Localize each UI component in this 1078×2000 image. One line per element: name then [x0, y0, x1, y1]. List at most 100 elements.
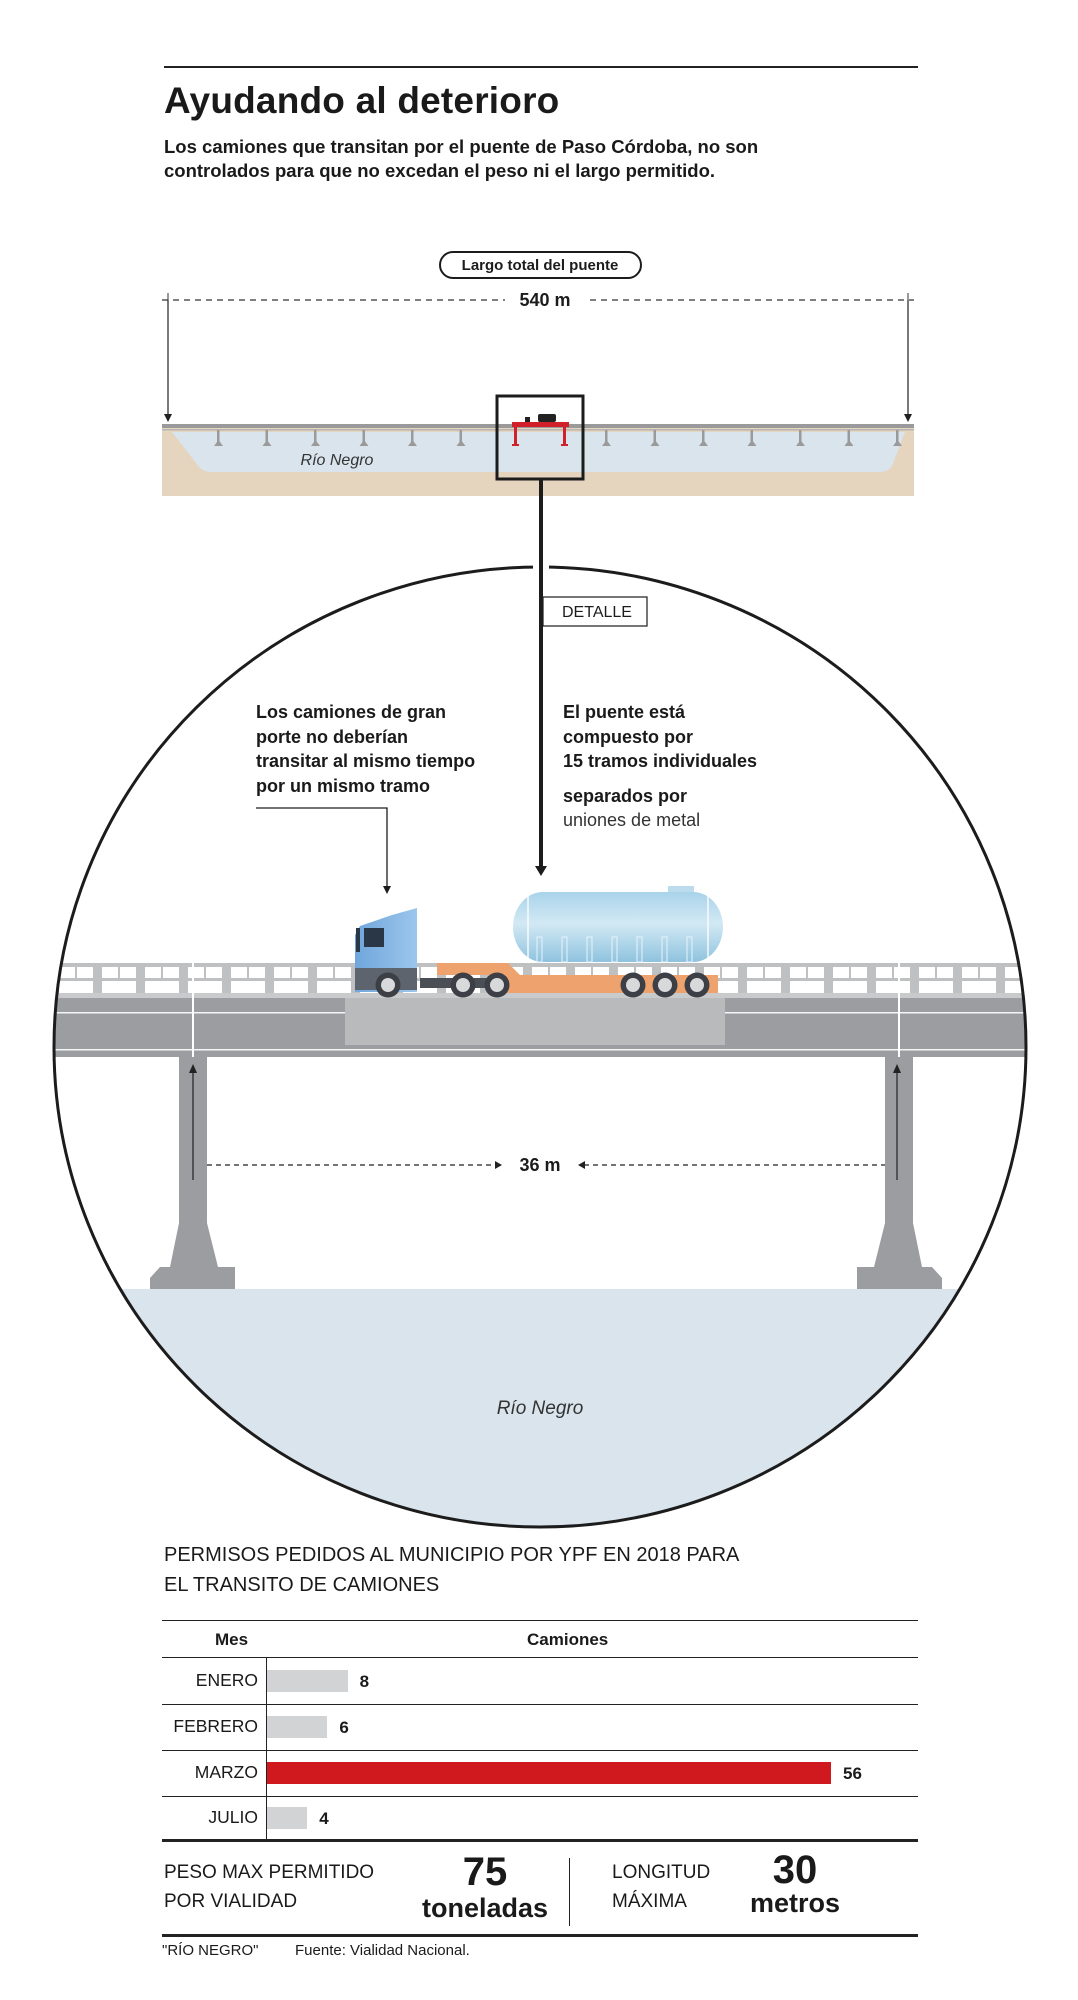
chart-title: PERMISOS PEDIDOS AL MUNICIPIO POR YPF EN…: [164, 1540, 739, 1600]
right-callout-line: 15 tramos individuales: [563, 751, 758, 771]
left-callout-leader: [256, 807, 388, 888]
footer-credit: "RÍO NEGRO": [162, 1942, 259, 1959]
overview-pier: [653, 430, 656, 444]
length-unit: metros: [749, 1888, 841, 1918]
overview-river-label: Río Negro: [301, 452, 374, 469]
railing-panel: [550, 967, 566, 978]
overview-pier: [362, 430, 365, 444]
railing-panel: [231, 967, 247, 978]
top-rule: [164, 66, 918, 68]
railing-panel: [765, 967, 781, 978]
detail-river-label: Río Negro: [497, 1398, 584, 1419]
axis-line: [266, 1657, 268, 1840]
footer-rule: [162, 1934, 918, 1937]
railing-panel: [747, 981, 781, 993]
bridge-illustration: Río Negro Largo total del puente 540 m: [52, 251, 1028, 1529]
railing-panel: [188, 981, 222, 993]
row-label-enero: ENERO: [195, 1670, 258, 1690]
row-divider: [162, 1796, 918, 1798]
railing-panel: [335, 967, 351, 978]
railing-panel: [188, 967, 204, 978]
bar-value-marzo: 56: [843, 1764, 862, 1783]
railing-panel: [833, 981, 867, 993]
row-label-julio: JULIO: [208, 1806, 258, 1827]
railing-panel: [618, 967, 634, 978]
railing-panel: [317, 967, 333, 978]
railing-panel: [1023, 967, 1026, 978]
length-label-line: LONGITUD: [612, 1862, 711, 1883]
weight-label-line: PESO MAX PERMITIDO: [164, 1862, 375, 1883]
metal-joint-left: [192, 963, 194, 1057]
railing-panel: [274, 981, 308, 993]
bar-julio: [267, 1806, 308, 1829]
railing-panel: [937, 967, 953, 978]
page-title: Ayudando al deterioro: [164, 80, 560, 121]
tank-rib: [661, 936, 668, 963]
railing-panel: [421, 967, 437, 978]
railing-panel: [145, 981, 179, 993]
tank-rib: [561, 936, 568, 963]
railing-panel: [790, 981, 824, 993]
cab-window: [364, 928, 384, 947]
length-label-line: MÁXIMA: [612, 1891, 687, 1912]
detail-circle: 36 m Río Negro DETALLE: [52, 479, 1028, 1529]
column-header-trucks: Camiones: [527, 1630, 609, 1649]
truck-wheels: [375, 972, 710, 998]
highlighted-span: [512, 414, 569, 446]
length-pill: [439, 251, 642, 279]
subtitle-line-2: controlados para que no excedan el peso …: [164, 160, 716, 181]
tank-rib: [611, 936, 618, 963]
length-value: 30: [772, 1848, 818, 1892]
tank-rib: [536, 936, 543, 963]
weight-unit: toneladas: [421, 1893, 549, 1923]
railing-panel: [962, 967, 978, 978]
weight-value: 75: [462, 1850, 508, 1894]
railing-panel: [919, 981, 953, 993]
mini-truck-tank: [538, 414, 556, 422]
railing-panel: [317, 981, 351, 993]
connector-arrow-icon: [535, 866, 547, 876]
railing-panel: [59, 981, 93, 993]
span-dimension: 36 m: [189, 1064, 901, 1180]
railing-panel: [532, 967, 548, 978]
left-callout-line: porte no deberían: [256, 726, 409, 747]
total-length-dimension: Largo total del puente 540 m: [162, 251, 914, 422]
railing-panel: [704, 967, 720, 978]
railing-panel: [120, 967, 136, 978]
tanker-truck: [355, 886, 723, 998]
railing-panel: [919, 967, 935, 978]
left-callout-line: por un mismo tramo: [256, 775, 431, 796]
weight-label-line: POR VIALIDAD: [164, 1891, 298, 1912]
tank-rib: [586, 936, 593, 963]
bar-marzo: [267, 1762, 831, 1784]
overview-pier: [702, 430, 705, 444]
overview-pier: [314, 430, 317, 444]
right-callout-line: compuesto por: [563, 726, 694, 747]
railing-panel: [980, 967, 996, 978]
overview-pier: [265, 430, 268, 444]
railing-panel: [722, 967, 738, 978]
subtitle-line-1: Los camiones que transitan por el puente…: [164, 136, 759, 157]
detail-tag: DETALLE: [562, 604, 632, 621]
overview-pier: [411, 430, 414, 444]
bar-value-julio: 4: [319, 1808, 329, 1828]
tank-rib: [636, 936, 643, 963]
length-label: LONGITUD MÁXIMA: [612, 1858, 710, 1916]
railing-panel: [894, 967, 910, 978]
railing-panel: [876, 981, 910, 993]
railing-panel: [679, 967, 695, 978]
railing-panel: [876, 967, 892, 978]
railing-panel: [747, 967, 763, 978]
railing-panel: [206, 967, 222, 978]
railing-panel: [962, 981, 996, 993]
overview-pier: [750, 430, 753, 444]
table-top-rule: [162, 1620, 918, 1622]
leader-arrow-icon: [383, 886, 391, 894]
bar-value-febrero: 6: [339, 1718, 349, 1737]
railing-panel: [145, 967, 161, 978]
railing-panel: [102, 981, 136, 993]
railing-panel: [808, 967, 824, 978]
right-callout-line: El puente está: [563, 702, 686, 722]
railing-panel: [661, 967, 677, 978]
railing-panel: [833, 967, 849, 978]
